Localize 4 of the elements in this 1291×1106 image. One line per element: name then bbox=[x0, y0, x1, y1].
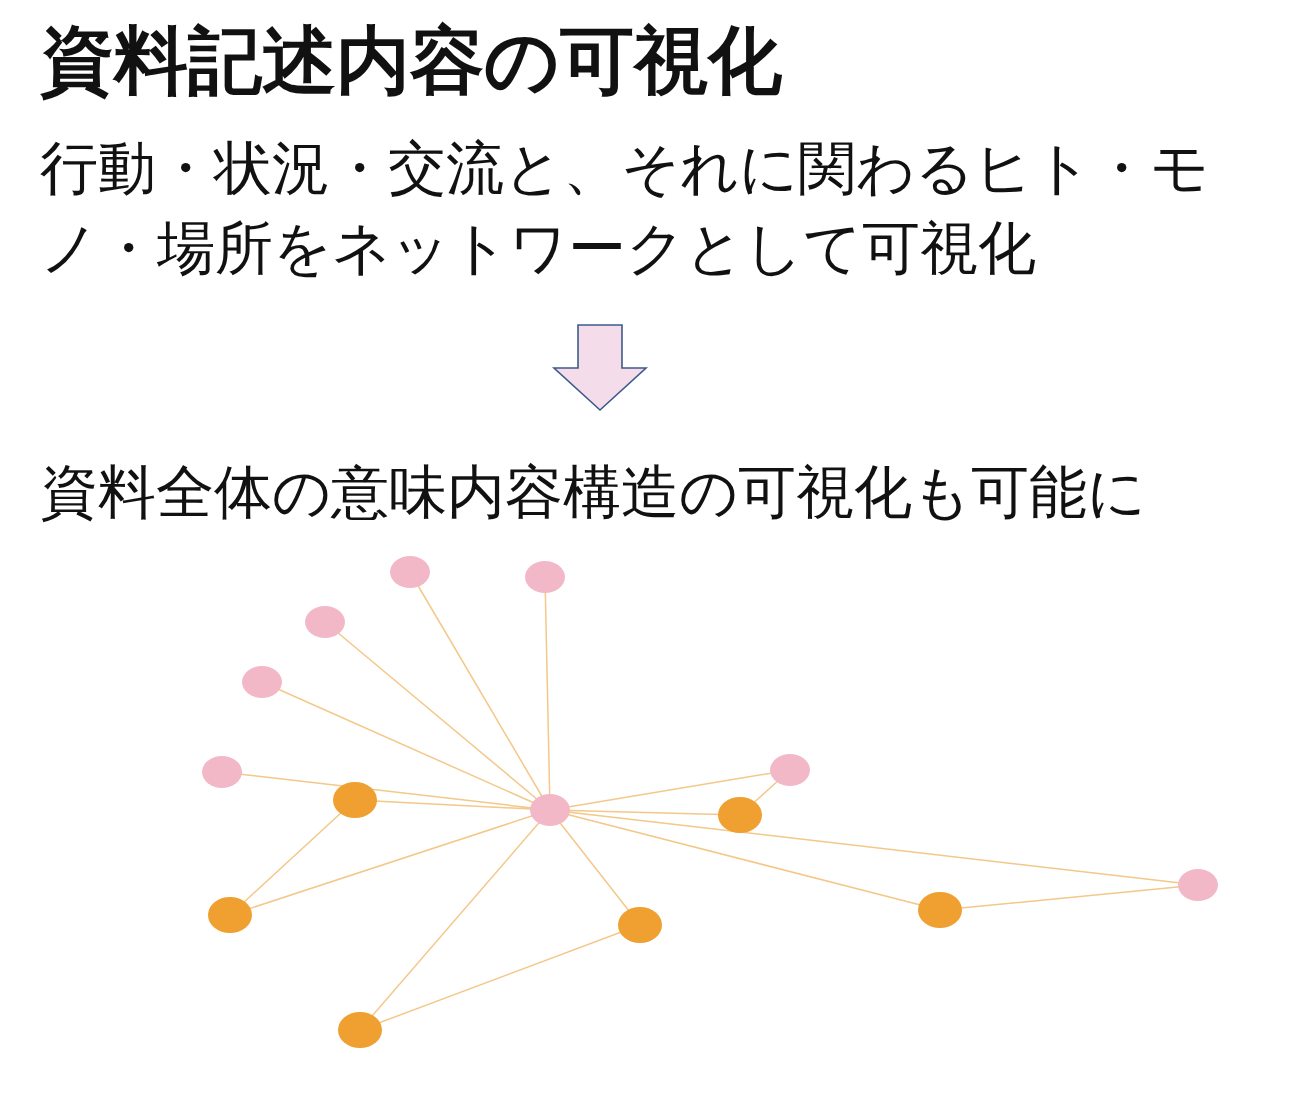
title: 資料記述内容の可視化 bbox=[40, 18, 782, 104]
block-arrow bbox=[551, 324, 649, 412]
conclusion-text: 資料全体の意味内容構造の可視化も可能に bbox=[40, 410, 1280, 535]
description-text: 行動・状況・交流と、それに関わるヒト・モノ・場所をネットワークとして可視化 bbox=[40, 128, 1260, 325]
